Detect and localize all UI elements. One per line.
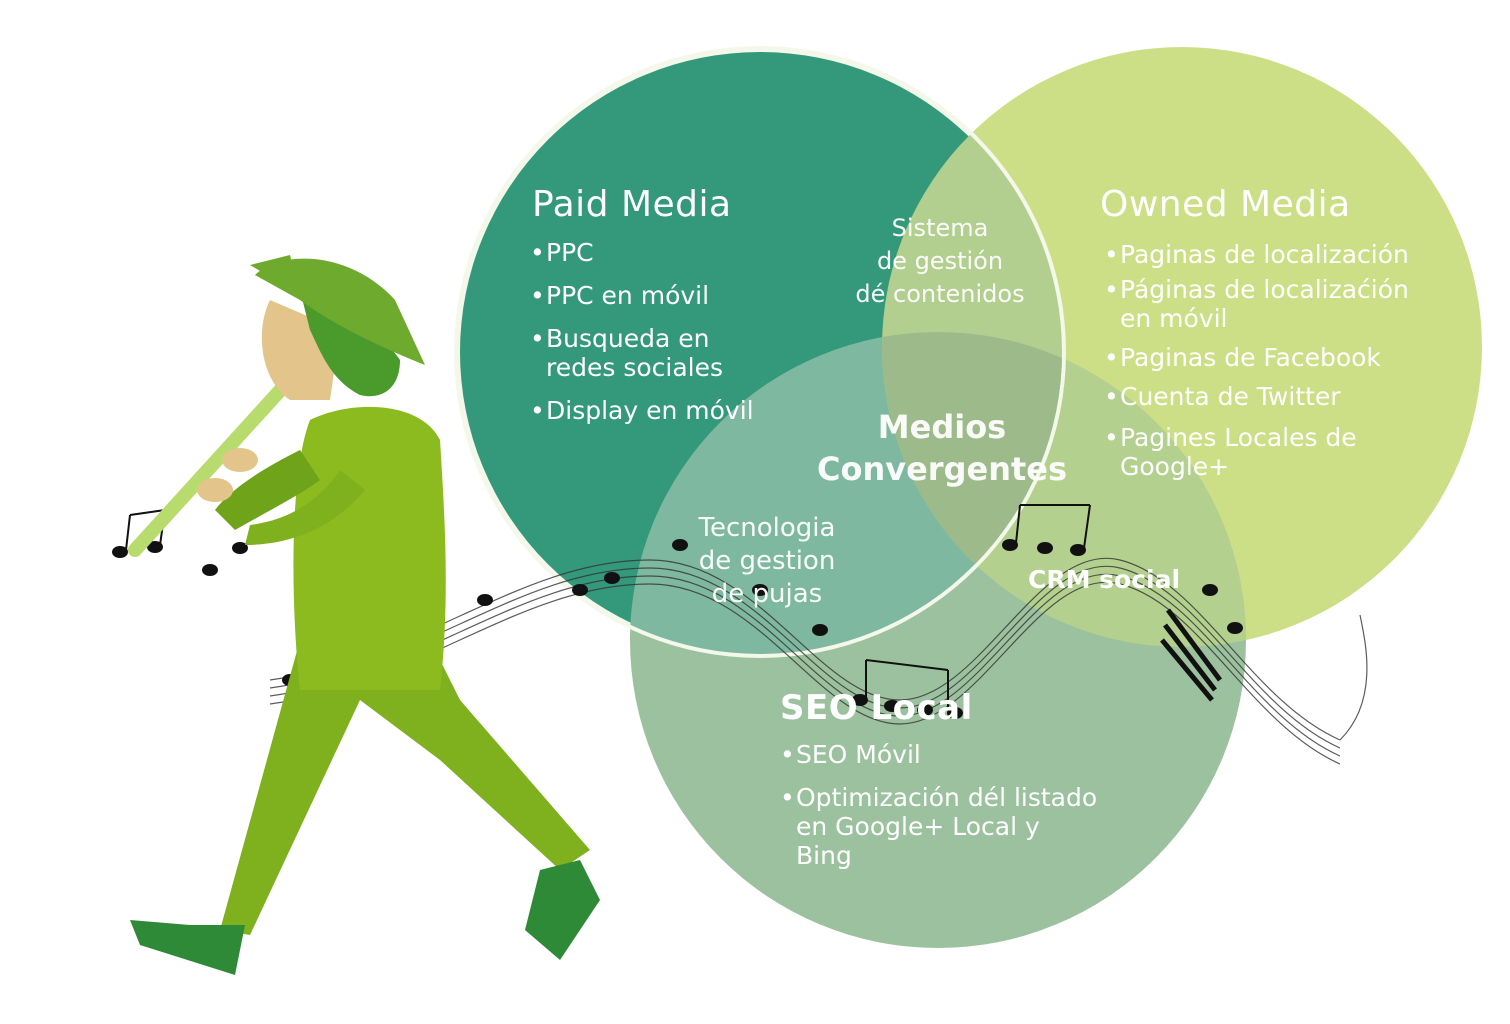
list-item-continued: Bing [780,841,1097,870]
list-item: •Cuenta de Twitter [1104,382,1341,411]
list-item: •Display en móvil [530,396,754,425]
owned-seo-label: CRM social [1028,565,1181,594]
item-text: Display en móvil [546,396,754,425]
owned-media-title: Owned Media [1100,184,1351,225]
item-text: en móvil [1120,304,1228,333]
label-line: Medios [877,408,1007,446]
paid-owned-label: Sistema de gestión dé contenidos [840,212,1040,311]
list-item: •Páginas de localizaćión [1104,275,1409,304]
owned-media-list: •Paginas de localización •Páginas de loc… [1104,240,1409,481]
item-text: redes sociales [546,353,724,382]
flute-player-illustration [128,255,600,975]
item-text: Bing [796,841,852,870]
label-line: de gestion [698,546,836,576]
label-line: dé contenidos [855,280,1025,308]
list-item-continued: en móvil [1104,304,1409,333]
list-item: •Busqueda en [530,324,710,353]
paid-media-list: •PPC •PPC en móvil •Busqueda en redes so… [530,238,754,425]
list-item-continued: en Google+ Local y [780,812,1097,841]
label-line: de gestión [876,247,1004,275]
item-text: Google+ [1120,452,1230,481]
item-text: Busqueda en [546,324,710,353]
list-item: •Pagines Locales de [1104,423,1357,452]
item-text: Paginas de localización [1120,240,1409,269]
label-line: de pujas [711,579,823,609]
list-item: •Paginas de localización [1104,240,1409,269]
list-item: •Optimización dél listado [780,783,1098,812]
seo-local-title: SEO Local [780,688,973,728]
list-item-continued: Google+ [1104,452,1409,481]
item-text: Páginas de localizaćión [1120,275,1409,304]
list-item-continued: redes sociales [530,353,754,382]
item-text: Pagines Locales de [1120,423,1357,452]
center-label: Medios Convergentes [812,406,1072,490]
item-text: Paginas de Facebook [1120,343,1381,372]
item-text: PPC en móvil [546,281,710,310]
list-item: •SEO Móvil [780,740,921,769]
item-text: Optimización dél listado [796,783,1098,812]
item-text: PPC [546,238,594,267]
item-text: Cuenta de Twitter [1120,382,1341,411]
list-item: •Paginas de Facebook [1104,343,1381,372]
label-line: Convergentes [816,450,1068,488]
item-text: en Google+ Local y [796,812,1040,841]
music-staff [269,557,1368,765]
label-line: Sistema [891,214,989,242]
list-item: •PPC [530,238,594,267]
seo-local-list: •SEO Móvil •Optimización dél listado en … [780,740,1097,870]
list-item: •PPC en móvil [530,281,710,310]
paid-seo-label: Tecnologia de gestion de pujas [672,512,862,611]
label-line: Tecnologia [698,513,836,543]
paid-media-title: Paid Media [532,184,732,225]
item-text: SEO Móvil [796,740,921,769]
